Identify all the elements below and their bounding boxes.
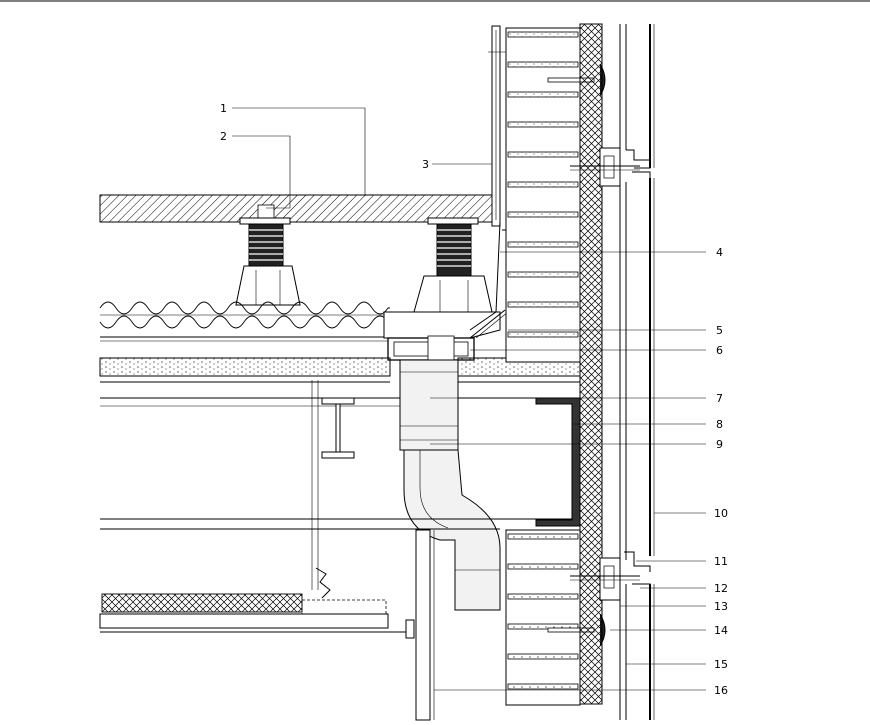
callout-9: 9: [716, 438, 723, 451]
mortar-joint: [507, 31, 579, 38]
callout-1: 1: [220, 102, 227, 115]
mortar-joint: [507, 533, 579, 540]
pedestal-right: [413, 217, 493, 313]
mortar-joint: [507, 623, 579, 630]
mortar-joint: [507, 61, 579, 68]
mortar-joint: [507, 563, 579, 570]
facade-cladding: [619, 24, 655, 720]
mortar-joint: [507, 593, 579, 600]
callout-7: 7: [716, 392, 723, 405]
mortar-joint: [507, 91, 579, 98]
concrete-slab: [99, 357, 581, 397]
steel-i-beam: [311, 380, 355, 590]
drain-pipe: [399, 359, 501, 611]
callout-10: 10: [714, 507, 728, 520]
ceiling-insulation: [99, 567, 415, 639]
mortar-joint: [507, 653, 579, 660]
leader-lines: [232, 107, 706, 691]
pedestal-left: [235, 217, 301, 306]
callout-labels: 1 2 3 4 5 6 7 8 9 10 11 12 13 14 15 16: [220, 102, 728, 697]
callout-11: 11: [714, 555, 728, 568]
roof-insulation: [99, 301, 390, 342]
callout-8: 8: [716, 418, 723, 431]
callout-14: 14: [714, 624, 728, 637]
callout-4: 4: [716, 246, 723, 259]
masonry-wall: [505, 27, 606, 706]
mortar-joint: [507, 683, 579, 690]
callout-3: 3: [422, 158, 429, 171]
steel-channel: [535, 397, 581, 527]
callout-5: 5: [716, 324, 723, 337]
mortar-joint: [507, 331, 579, 338]
mortar-joint: [507, 151, 579, 158]
mortar-joint: [507, 271, 579, 278]
callout-12: 12: [714, 582, 728, 595]
masonry-band: [505, 529, 581, 706]
facade-insulation: [579, 23, 603, 705]
mortar-joint: [507, 301, 579, 308]
callout-2: 2: [220, 130, 227, 143]
mortar-joint: [507, 121, 579, 128]
callout-16: 16: [714, 684, 728, 697]
wall-stud: [415, 529, 435, 721]
callout-13: 13: [714, 600, 728, 613]
callout-15: 15: [714, 658, 728, 671]
drain-outlet: [383, 309, 509, 367]
callout-6: 6: [716, 344, 723, 357]
mortar-joint: [507, 241, 579, 248]
mortar-joint: [507, 211, 579, 218]
bracket-upper: [570, 147, 651, 187]
mortar-joint: [507, 181, 579, 188]
